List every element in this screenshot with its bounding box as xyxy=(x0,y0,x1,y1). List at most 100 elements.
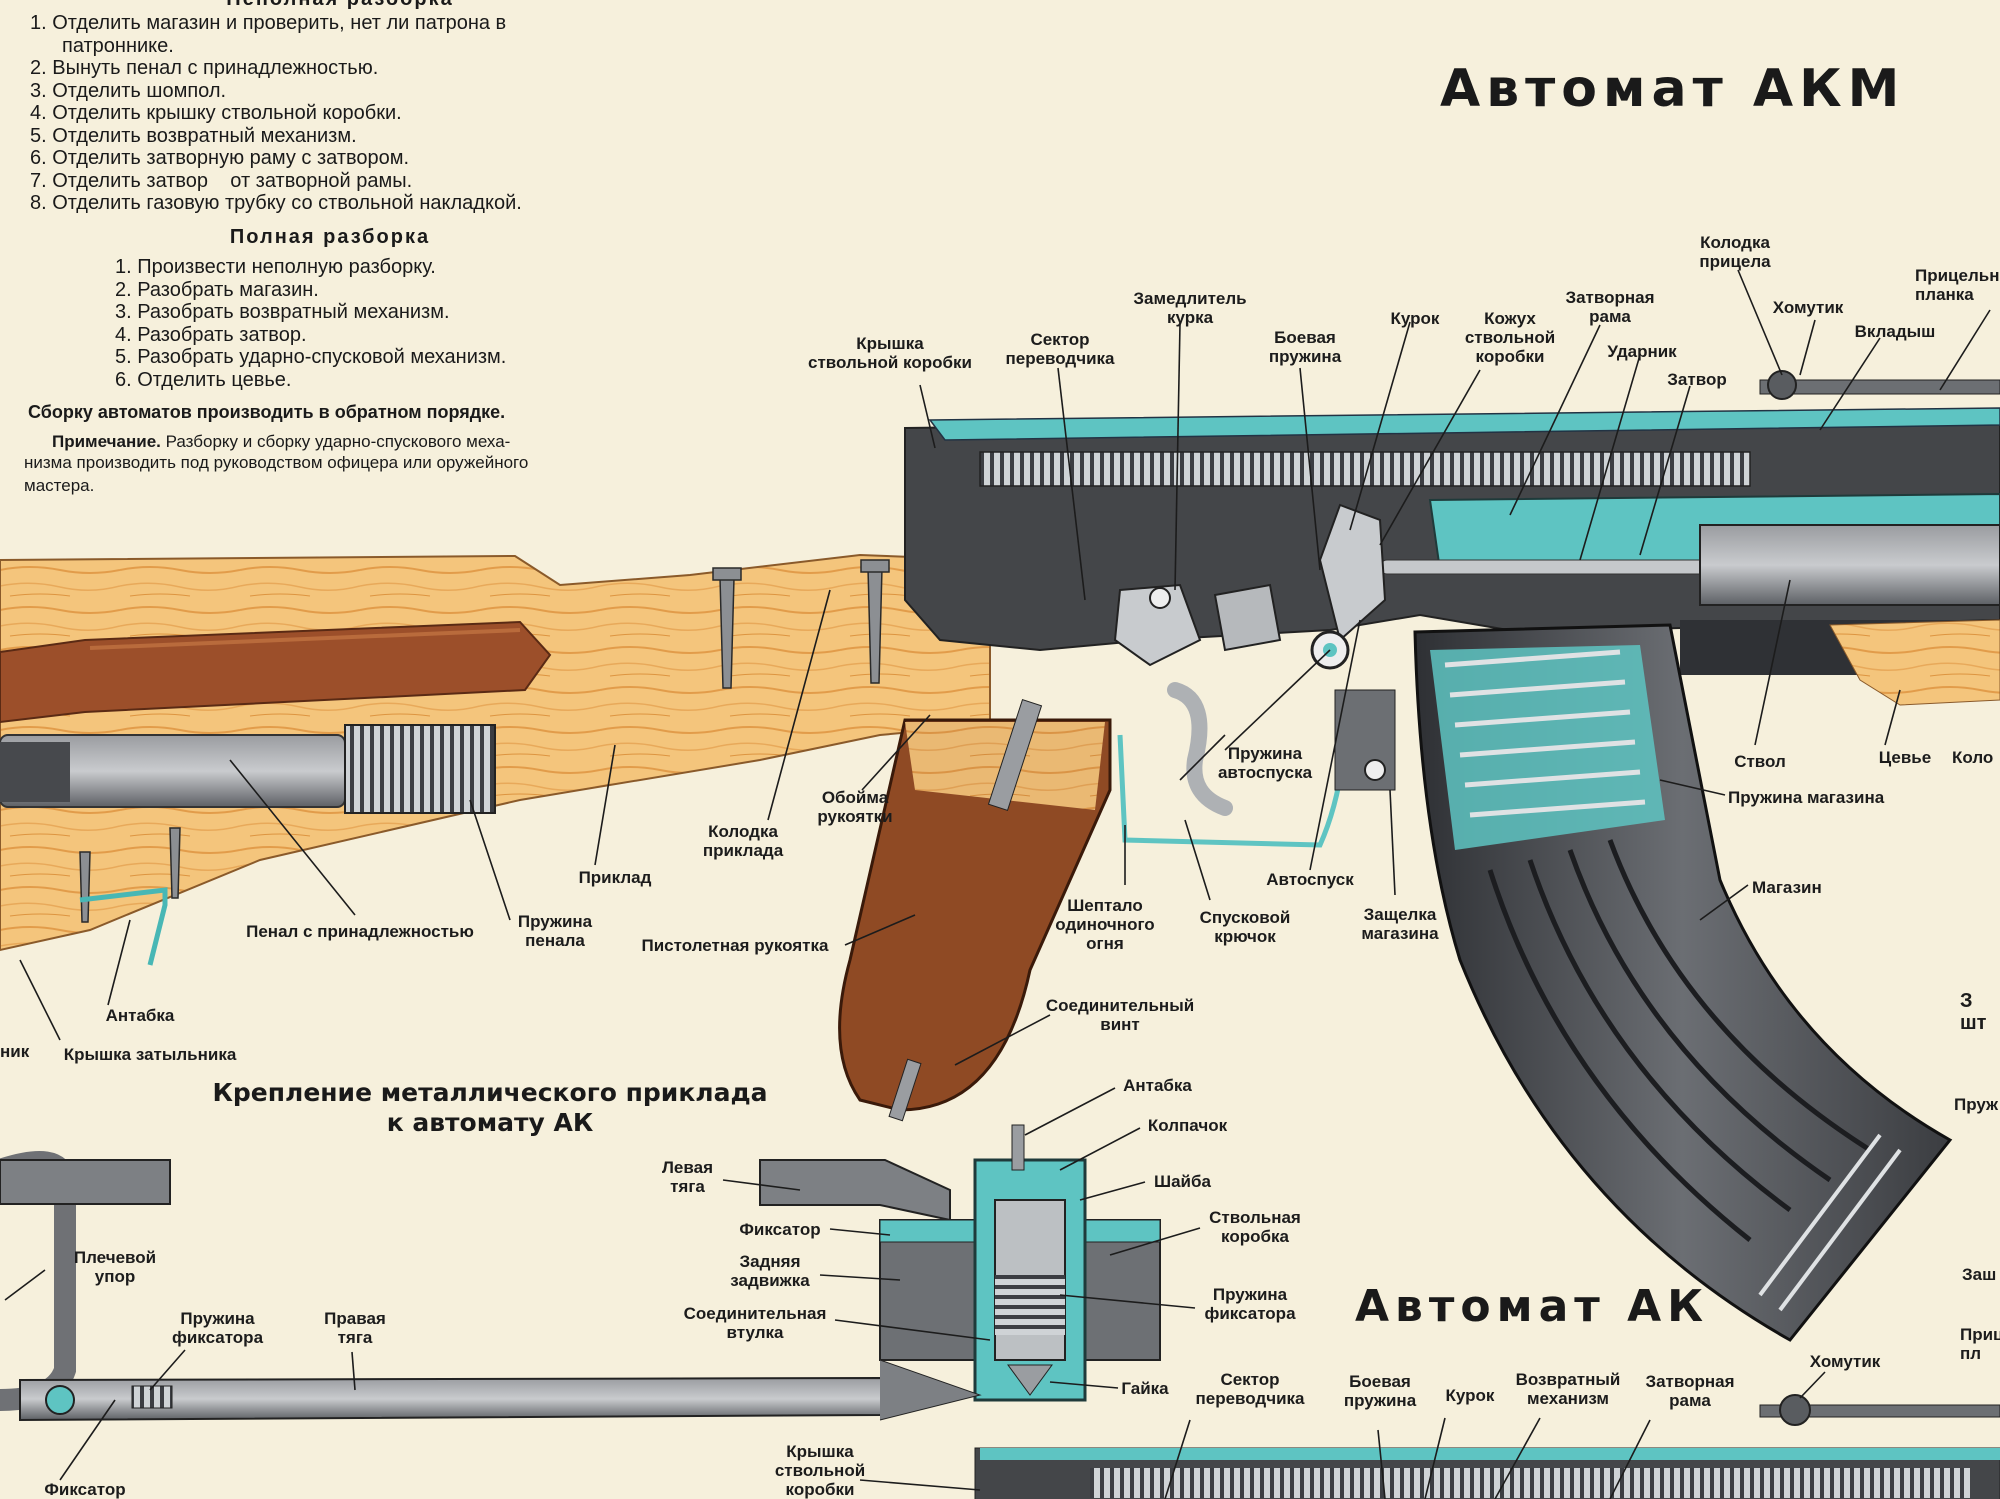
label-kit-spring: Пружина пенала xyxy=(517,912,593,951)
note-line: Разборку и сборку ударно-спускового меха… xyxy=(165,432,511,451)
label-stock-base: Колодка приклада xyxy=(702,822,784,861)
label-connecting-screw: Соединительный винт xyxy=(1045,996,1195,1035)
label-insert: Вкладыш xyxy=(1854,322,1936,341)
full-item: 5. Разобрать ударно-спусковой механизм. xyxy=(115,346,507,368)
label-hammer: Курок xyxy=(1390,309,1440,328)
label-single-fire-sear: Шептало одиночного огня xyxy=(1055,896,1155,954)
stock-mount-title-line: Крепление металлического приклада xyxy=(212,1078,768,1107)
full-item: 2. Разобрать магазин. xyxy=(115,278,319,301)
label-cut: Коло xyxy=(1952,748,1994,767)
label-magazine-spring: Пружина магазина xyxy=(1728,788,1885,807)
label-sight-leaf: Прицельн планка xyxy=(1915,266,2000,305)
full-item: 6. Отделить цевье. xyxy=(115,368,292,391)
label-trigger: Спусковой крючок xyxy=(1199,908,1291,947)
partial-item: 8. Отделить газовую трубку со ствольной … xyxy=(30,192,522,214)
title-akm: Автомат АКМ xyxy=(1440,59,1906,119)
note-label: Примечание. xyxy=(52,432,161,451)
note-line: мастера. xyxy=(24,476,95,495)
label-cut: ник xyxy=(0,1042,30,1061)
label-firing-pin: Ударник xyxy=(1607,342,1677,361)
full-item: 3. Разобрать возвратный механизм. xyxy=(115,301,450,323)
label-auto-sear-spring: Пружина автоспуска xyxy=(1217,744,1313,783)
full-title: Полная разборка xyxy=(229,226,431,248)
partial-item: 5. Отделить возвратный механизм. xyxy=(30,124,357,147)
label-magazine-catch: Защелка магазина xyxy=(1361,905,1439,944)
full-item: 4. Разобрать затвор. xyxy=(115,323,307,346)
label-cut: Приц пл xyxy=(1960,1325,2000,1364)
pistol-grip xyxy=(838,718,1112,1112)
label-shoulder-rest: Плечевой упор xyxy=(73,1248,157,1287)
handguard xyxy=(1829,619,2000,706)
kit-spring xyxy=(344,724,496,814)
partial-list: 1. Отделить магазин и проверить, нет ли … xyxy=(30,12,522,215)
firing-pin xyxy=(1379,559,1721,575)
partial-item: 4. Отделить крышку ствольной коробки. xyxy=(30,102,402,124)
label-hammer-retarder: Замедлитель курка xyxy=(1133,289,1247,328)
label-cut: З шт xyxy=(1960,990,1987,1035)
label-right-rod: Правая тяга xyxy=(324,1309,386,1348)
label-latch-spring-2: Пружина фиксатора xyxy=(171,1309,264,1348)
trigger xyxy=(1167,682,1233,816)
partial-item: 2. Вынуть пенал с принадлежностью. xyxy=(30,57,379,79)
label-nut: Гайка xyxy=(1121,1379,1169,1398)
label-latch-2: Фиксатор xyxy=(44,1480,126,1499)
partial-item: 3. Отделить шомпол. xyxy=(30,79,227,102)
partial-item: 6. Отделить затворную раму с затвором. xyxy=(30,147,410,169)
label-receiver-housing: Кожух ствольной коробки xyxy=(1464,309,1556,367)
full-item: 1. Произвести неполную разборку. xyxy=(115,256,436,278)
title-ak: Автомат АК xyxy=(1355,1281,1710,1332)
label-coupling-sleeve: Соединительная втулка xyxy=(683,1304,827,1343)
label-selector-2: Сектор переводчика xyxy=(1195,1370,1305,1409)
label-barrel: Ствол xyxy=(1734,752,1786,771)
label-grip-retainer: Обойма рукоятки xyxy=(817,788,893,827)
assembly-note: Сборку автоматов производить в обратном … xyxy=(28,402,506,422)
label-bolt-carrier-2: Затворная рама xyxy=(1645,1372,1735,1411)
label-clamp: Хомутик xyxy=(1772,298,1844,317)
barrel xyxy=(1699,524,2000,606)
label-auto-sear: Автоспуск xyxy=(1266,870,1354,889)
label-clamp-2: Хомутик xyxy=(1809,1352,1881,1371)
partial-item: 1. Отделить магазин и проверить, нет ли … xyxy=(30,12,507,34)
label-cut: Пруж xyxy=(1954,1095,1999,1114)
label-mainspring-2: Боевая пружина xyxy=(1343,1372,1417,1411)
label-recoil-mechanism: Возвратный механизм xyxy=(1515,1370,1621,1409)
label-selector-sector: Сектор переводчика xyxy=(1005,330,1115,369)
note-block: Примечание. Разборку и сборку ударно-спу… xyxy=(52,430,662,453)
sight-drum xyxy=(1767,370,1797,400)
label-pistol-grip: Пистолетная рукоятка xyxy=(641,936,829,955)
label-mount-receiver: Ствольная коробка xyxy=(1209,1208,1301,1247)
label-rear-slide: Задняя задвижка xyxy=(730,1252,810,1291)
label-sight-base: Колодка прицела xyxy=(1699,233,1771,272)
partial-item: 7. Отделить затвор от затворной рамы. xyxy=(30,169,413,192)
label-buttplate: Крышка затыльника xyxy=(63,1045,237,1064)
label-cut: Заш xyxy=(1962,1265,1997,1284)
note-line: низма производить под руководством офице… xyxy=(24,453,529,472)
recoil-spring xyxy=(979,451,1751,487)
label-hammer-2: Курок xyxy=(1445,1386,1495,1405)
label-receiver-cover: Крышка ствольной коробки xyxy=(808,334,972,373)
full-list: 1. Произвести неполную разборку. 2. Разо… xyxy=(115,256,506,391)
label-washer: Шайба xyxy=(1154,1172,1211,1191)
partial-title: Неполная разборка xyxy=(210,0,470,11)
label-cleaning-kit: Пенал с принадлежностью xyxy=(246,922,474,941)
label-stock: Приклад xyxy=(578,868,652,887)
label-mainspring: Боевая пружина xyxy=(1268,328,1342,367)
grip-screw xyxy=(987,698,1043,812)
label-receiver-cover-2: Крышка ствольной коробки xyxy=(774,1442,866,1499)
label-sling-swivel: Антабка xyxy=(105,1006,175,1025)
stock-mount-title: Крепление металлического приклада к авто… xyxy=(180,1078,800,1138)
label-left-rod: Левая тяга xyxy=(662,1158,713,1197)
partial-item: патроннике. xyxy=(62,34,174,57)
label-bolt-carrier: Затворная рама xyxy=(1565,288,1655,327)
label-magazine: Магазин xyxy=(1752,878,1822,897)
label-handguard: Цевье xyxy=(1878,748,1932,767)
left-rod xyxy=(0,1159,171,1205)
label-latch-spring: Пружина фиксатора xyxy=(1204,1285,1296,1324)
label-latch: Фиксатор xyxy=(739,1220,821,1239)
hammer xyxy=(1318,503,1387,642)
label-mount-swivel: Антабка xyxy=(1123,1076,1192,1095)
stock-mount-title-line: к автомату АК xyxy=(386,1108,594,1137)
label-cap: Колпачок xyxy=(1147,1116,1228,1135)
